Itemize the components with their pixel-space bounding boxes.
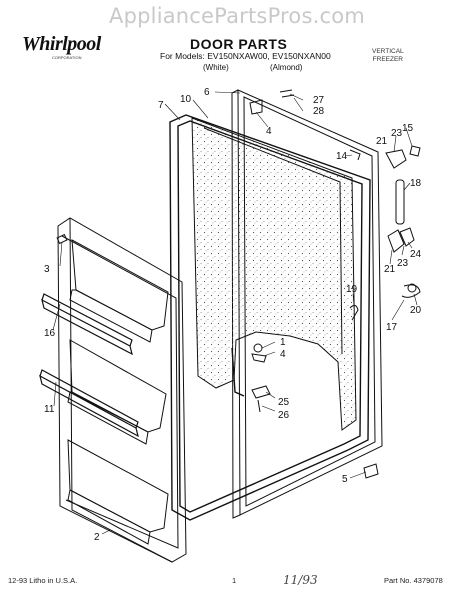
callout-4-mid: 4 — [280, 349, 286, 360]
callout-24: 24 — [410, 249, 422, 260]
callout-21-top: 21 — [376, 136, 388, 147]
callout-5: 5 — [342, 474, 348, 485]
brand-sub: CORPORATION — [52, 55, 82, 60]
footer-part-number: Part No. 4379078 — [384, 576, 443, 585]
brand-logo: Whirlpool — [22, 33, 101, 55]
callout-19: 19 — [346, 284, 358, 295]
callout-3: 3 — [44, 264, 50, 275]
callout-labels: 6 10 7 4 27 28 14 21 23 15 18 24 23 21 1… — [44, 87, 422, 543]
handwritten-date: 11/93 — [283, 573, 318, 587]
callout-21-mid: 21 — [384, 264, 396, 275]
door-shelf-liner — [57, 217, 187, 563]
callout-10: 10 — [180, 94, 192, 105]
callout-18: 18 — [410, 178, 422, 189]
callout-14: 14 — [336, 151, 348, 162]
callout-16: 16 — [44, 328, 56, 339]
callout-6: 6 — [204, 87, 210, 98]
callout-26: 26 — [278, 410, 290, 421]
callout-28: 28 — [313, 106, 325, 117]
callout-23-top: 23 — [391, 128, 403, 139]
color-almond: (Almond) — [270, 63, 303, 72]
callout-9: 1 — [280, 337, 286, 348]
callout-17: 17 — [386, 322, 398, 333]
door-liner — [191, 117, 357, 431]
callout-4-top: 4 — [266, 126, 272, 137]
footer-page-number: 1 — [232, 576, 237, 585]
callout-20: 20 — [410, 305, 422, 316]
callout-25: 25 — [278, 397, 290, 408]
callout-7: 7 — [158, 100, 164, 111]
model-numbers: For Models: EV150NXAW00, EV150NXAN00 — [160, 51, 331, 61]
callout-23-mid: 23 — [397, 258, 409, 269]
callout-15: 15 — [402, 123, 414, 134]
callout-2: 2 — [94, 532, 100, 543]
callout-11: 11 — [44, 404, 55, 415]
shelf-rail-lower — [39, 369, 139, 438]
category-label: VERTICAL FREEZER — [372, 48, 404, 63]
footer-litho: 12-93 Litho in U.S.A. — [8, 576, 78, 585]
leader-lines — [52, 91, 418, 535]
callout-27: 27 — [313, 95, 325, 106]
door-gasket — [169, 114, 371, 521]
watermark: AppliancePartsPros.com — [109, 4, 365, 28]
color-white: (White) — [203, 63, 229, 72]
page-title: DOOR PARTS — [190, 36, 288, 52]
shelf-rail-upper — [41, 293, 133, 356]
